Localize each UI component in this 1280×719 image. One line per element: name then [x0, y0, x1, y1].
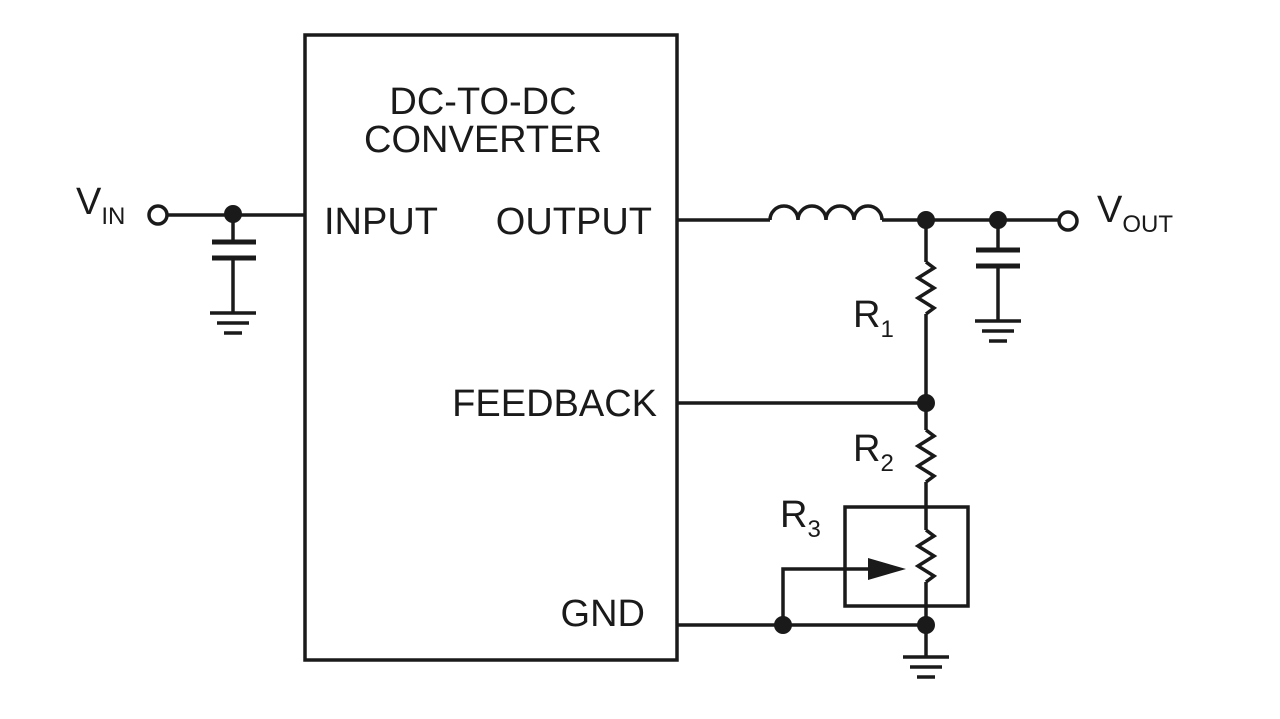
input-junction — [224, 205, 242, 223]
pin-label-input: INPUT — [324, 201, 438, 243]
pin-label-gnd: GND — [561, 593, 645, 635]
main-ground-symbol — [903, 655, 949, 679]
r3-enclosure — [843, 505, 970, 608]
r3-label: R3 — [780, 494, 821, 543]
r3-resistor — [914, 528, 938, 584]
input-ground-symbol — [210, 311, 256, 335]
converter-title-line1: DC-TO-DC — [389, 81, 576, 123]
pin-label-output: OUTPUT — [496, 201, 652, 243]
vin-terminal — [147, 204, 169, 226]
vout-terminal — [1057, 210, 1079, 232]
output-inductor — [768, 204, 884, 221]
r3-wiper-wire — [781, 567, 880, 625]
vout-label: VOUT — [1097, 189, 1173, 238]
r3-wiper-arrow — [868, 558, 906, 580]
converter-title-line2: CONVERTER — [364, 119, 602, 161]
output-ground-symbol — [975, 319, 1021, 343]
wiper-junction — [774, 616, 792, 634]
r1-resistor — [914, 260, 938, 316]
pin-label-feedback: FEEDBACK — [452, 383, 657, 425]
converter-block — [303, 33, 679, 662]
vin-label: VIN — [76, 181, 125, 230]
r1-label: R1 — [853, 294, 894, 343]
r2-label: R2 — [853, 428, 894, 477]
r2-resistor — [914, 428, 938, 484]
